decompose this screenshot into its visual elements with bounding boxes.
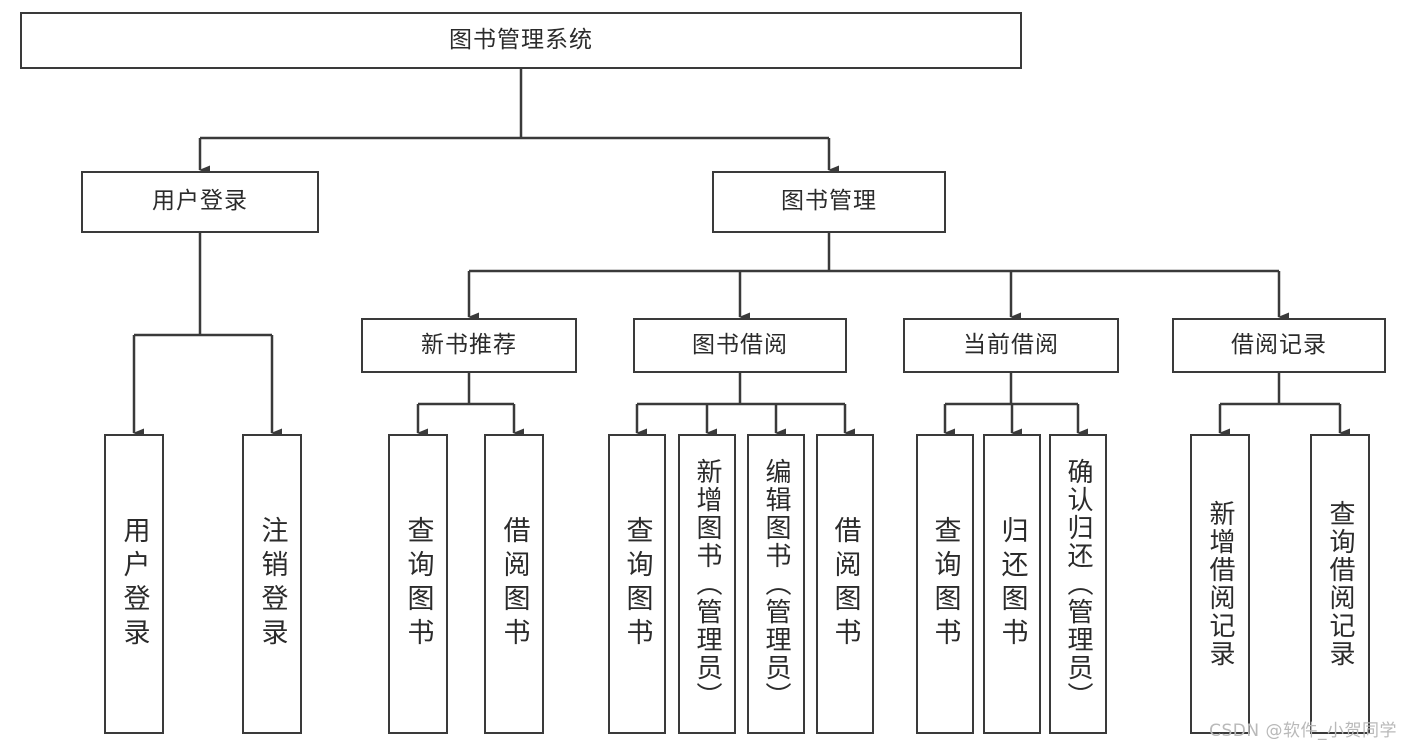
node-label: 新书推荐 — [421, 331, 517, 358]
node-root[interactable]: 图书管理系统 — [20, 12, 1022, 69]
node-label: 当前借阅 — [963, 331, 1059, 358]
node-newbook[interactable]: 新书推荐 — [361, 318, 577, 373]
node-l9[interactable]: 查询图书 — [916, 434, 974, 734]
node-l1[interactable]: 用户登录 — [104, 434, 164, 734]
node-l8[interactable]: 借阅图书 — [816, 434, 874, 734]
connector-lines — [132, 69, 1350, 438]
node-label: 用户登录 — [118, 516, 150, 652]
node-label: 查询借阅记录 — [1325, 500, 1355, 668]
node-l11[interactable]: 确认归还（管理员） — [1049, 434, 1107, 734]
node-label: 新增图书（管理员） — [692, 458, 722, 710]
node-label: 确认归还（管理员） — [1063, 458, 1093, 710]
node-l3[interactable]: 查询图书 — [388, 434, 448, 734]
node-label: 图书借阅 — [692, 331, 788, 358]
node-l13[interactable]: 查询借阅记录 — [1310, 434, 1370, 734]
node-l4[interactable]: 借阅图书 — [484, 434, 544, 734]
node-borrow[interactable]: 图书借阅 — [633, 318, 847, 373]
node-l12[interactable]: 新增借阅记录 — [1190, 434, 1250, 734]
node-label: 归还图书 — [996, 516, 1028, 652]
node-label: 查询图书 — [929, 516, 961, 652]
node-current[interactable]: 当前借阅 — [903, 318, 1119, 373]
node-label: 用户登录 — [152, 188, 248, 215]
node-l6[interactable]: 新增图书（管理员） — [678, 434, 736, 734]
node-bookmgmt[interactable]: 图书管理 — [712, 171, 946, 233]
node-label: 图书管理 — [781, 188, 877, 215]
node-label: 新增借阅记录 — [1205, 500, 1235, 668]
node-label: 图书管理系统 — [449, 26, 593, 53]
node-l10[interactable]: 归还图书 — [983, 434, 1041, 734]
node-login[interactable]: 用户登录 — [81, 171, 319, 233]
node-records[interactable]: 借阅记录 — [1172, 318, 1386, 373]
node-label: 借阅图书 — [498, 516, 530, 652]
node-l2[interactable]: 注销登录 — [242, 434, 302, 734]
node-label: 注销登录 — [256, 516, 288, 652]
node-label: 借阅记录 — [1231, 331, 1327, 358]
node-l7[interactable]: 编辑图书（管理员） — [747, 434, 805, 734]
node-label: 查询图书 — [402, 516, 434, 652]
watermark: CSDN @软件_小贺同学 — [1209, 721, 1397, 741]
node-l5[interactable]: 查询图书 — [608, 434, 666, 734]
node-label: 查询图书 — [621, 516, 653, 652]
node-label: 编辑图书（管理员） — [761, 458, 791, 710]
node-label: 借阅图书 — [829, 516, 861, 652]
